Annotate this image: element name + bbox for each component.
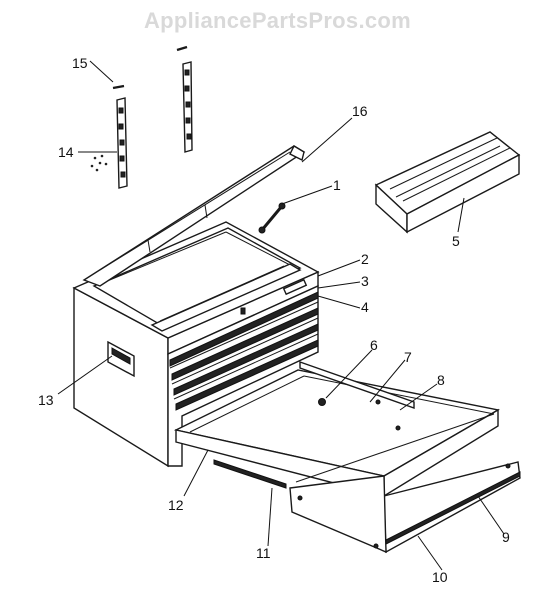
label-8: 8 xyxy=(437,372,445,388)
watermark: AppliancePartsPros.com xyxy=(143,8,412,33)
part-1-lid-stay xyxy=(258,202,286,234)
front-drawers xyxy=(169,278,319,411)
label-15: 15 xyxy=(72,55,88,71)
chest-body xyxy=(72,221,320,468)
part-14-hinge-strip-left xyxy=(116,97,128,189)
part-labels: 15 14 16 1 5 2 3 4 6 7 8 13 12 9 11 10 xyxy=(38,55,510,585)
label-13: 13 xyxy=(38,392,54,408)
part-16-lid xyxy=(82,145,306,287)
label-4: 4 xyxy=(361,299,369,315)
part-13-side-handle xyxy=(107,340,135,378)
label-11: 11 xyxy=(256,545,271,561)
label-6: 6 xyxy=(370,337,378,353)
label-9: 9 xyxy=(502,529,510,545)
part-16-clip xyxy=(176,45,188,52)
part-14-hinge-strip-right xyxy=(182,61,193,153)
label-10: 10 xyxy=(432,569,448,585)
open-drawer xyxy=(173,361,521,554)
label-5: 5 xyxy=(452,233,460,249)
label-16: 16 xyxy=(352,103,368,119)
label-14: 14 xyxy=(58,144,74,160)
label-3: 3 xyxy=(361,273,369,289)
label-2: 2 xyxy=(361,251,369,267)
label-7: 7 xyxy=(404,349,412,365)
part-5-tray xyxy=(374,131,521,234)
part-14-screws xyxy=(90,154,108,172)
label-12: 12 xyxy=(168,497,184,513)
leader-lines xyxy=(57,60,505,571)
label-1: 1 xyxy=(333,177,341,193)
part-15-clip xyxy=(112,84,125,90)
